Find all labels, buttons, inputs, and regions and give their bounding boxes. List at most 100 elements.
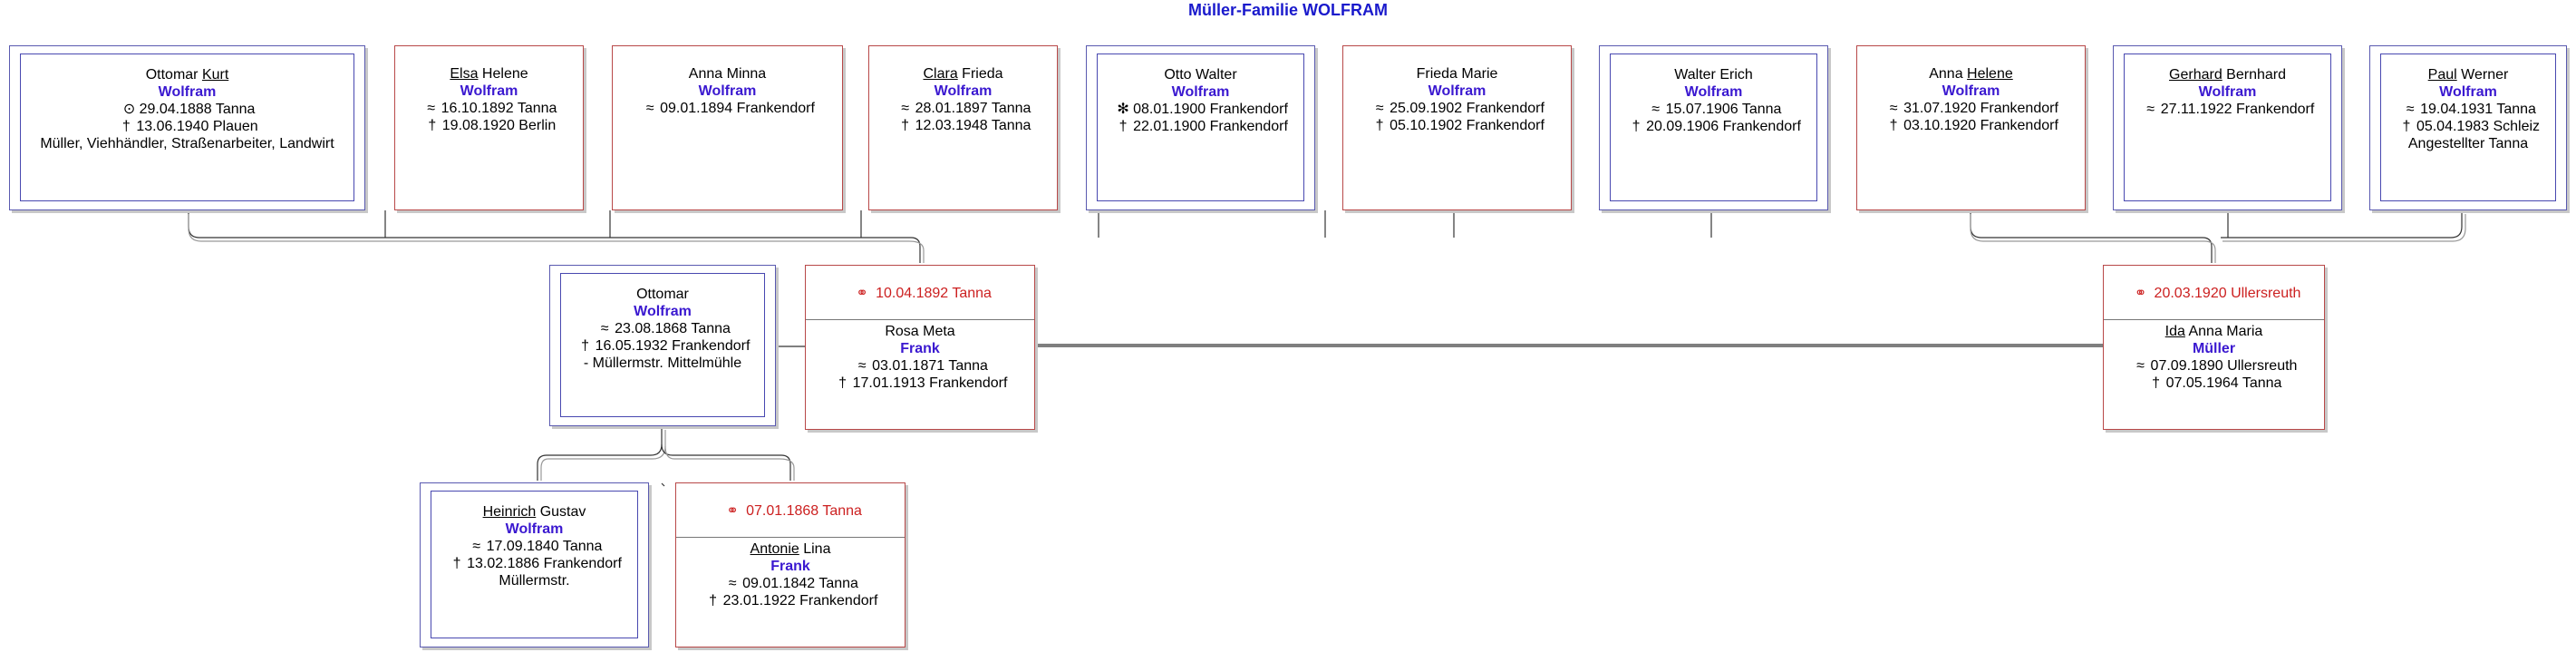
death-icon: † xyxy=(121,119,131,134)
person-name: Frieda Marie xyxy=(1416,66,1498,82)
baptism-event: ≈27.11.1922 Frankendorf xyxy=(2125,101,2330,118)
baptism-event: ≈25.09.1902 Frankendorf xyxy=(1343,100,1571,117)
death-event: †13.06.1940 Plauen xyxy=(21,118,353,135)
chart-title: Müller-Familie WOLFRAM xyxy=(1188,1,1388,19)
person-surname: Wolfram xyxy=(698,83,757,99)
person-name: Otto Walter xyxy=(1164,67,1237,83)
death-icon: † xyxy=(1375,118,1384,133)
person-name: Heinrich Gustav xyxy=(482,504,586,520)
baptism-icon: ≈ xyxy=(901,101,909,116)
death-icon: † xyxy=(901,118,910,133)
baptism-event: ≈16.10.1892 Tanna xyxy=(395,100,583,117)
marriage-card-rosa-meta[interactable]: ⚭10.04.1892 Tanna Rosa Meta Frank ≈03.01… xyxy=(805,265,1035,430)
marriage-card-antonie-lina[interactable]: ⚭07.01.1868 Tanna Antonie Lina Frank ≈09… xyxy=(675,482,905,647)
baptism-icon: ≈ xyxy=(1651,102,1660,117)
person-card-gerhard-bernhard[interactable]: Gerhard Bernhard Wolfram ≈27.11.1922 Fra… xyxy=(2113,45,2342,210)
person-surname: Wolfram xyxy=(1171,84,1230,100)
person-name: Walter Erich xyxy=(1674,67,1753,83)
death-event: †05.10.1902 Frankendorf xyxy=(1343,117,1571,134)
person-surname: Wolfram xyxy=(1428,83,1487,99)
baptism-icon: ≈ xyxy=(1889,101,1898,116)
person-name: Elsa Helene xyxy=(450,66,528,82)
person-name: Ottomar Kurt xyxy=(145,67,229,83)
person-surname: Frank xyxy=(770,559,810,574)
death-event: †16.05.1932 Frankendorf xyxy=(561,337,764,355)
baptism-event: ≈09.01.1842 Tanna xyxy=(676,575,905,592)
occupation-note: Müller, Viehhändler, Straßenarbeiter, La… xyxy=(40,136,334,151)
occupation-note: - Müllermstr. Mittelmühle xyxy=(583,355,742,371)
baptism-icon: ≈ xyxy=(427,101,435,116)
person-card-paul-werner[interactable]: Paul Werner Wolfram ≈19.04.1931 Tanna †0… xyxy=(2369,45,2567,210)
person-surname: Müller xyxy=(2192,341,2236,356)
death-icon: † xyxy=(452,556,461,571)
person-surname: Wolfram xyxy=(505,521,564,537)
person-name: Ottomar xyxy=(636,287,689,302)
person-card-clara-frieda[interactable]: Clara Frieda Wolfram ≈28.01.1897 Tanna †… xyxy=(868,45,1058,210)
death-icon: † xyxy=(709,593,718,608)
birth-event: ⊙29.04.1888 Tanna xyxy=(21,101,353,118)
person-card-ottomar-kurt[interactable]: Ottomar Kurt Wolfram ⊙29.04.1888 Tanna †… xyxy=(9,45,365,210)
person-name: Clara Frieda xyxy=(923,66,1003,82)
person-card-anna-helene[interactable]: Anna Helene Wolfram ≈31.07.1920 Frankend… xyxy=(1856,45,2086,210)
baptism-event: ≈19.04.1931 Tanna xyxy=(2381,101,2555,118)
baptism-icon: ≈ xyxy=(2136,358,2145,374)
person-card-otto-walter[interactable]: Otto Walter Wolfram ✻08.01.1900 Frankend… xyxy=(1086,45,1315,210)
marriage-rings-icon: ⚭ xyxy=(2134,286,2147,301)
person-surname: Wolfram xyxy=(634,304,692,319)
born-icon: ⊙ xyxy=(122,102,136,117)
baptism-icon: ≈ xyxy=(1375,101,1384,116)
marriage-rings-icon: ⚭ xyxy=(726,503,739,519)
person-name: Rosa Meta xyxy=(885,324,955,339)
occupation-note: Müllermstr. xyxy=(499,573,570,589)
death-icon: † xyxy=(2152,375,2161,391)
death-event: †19.08.1920 Berlin xyxy=(395,117,583,134)
baptism-event: ≈09.01.1894 Frankendorf xyxy=(613,100,842,117)
person-name: Paul Werner xyxy=(2427,67,2509,83)
marriage-rings-icon: ⚭ xyxy=(856,286,868,301)
baptism-event: ≈17.09.1840 Tanna xyxy=(431,538,637,555)
death-event: †07.05.1964 Tanna xyxy=(2104,375,2324,392)
death-icon: † xyxy=(2402,119,2411,134)
person-surname: Wolfram xyxy=(2198,84,2257,100)
person-surname: Wolfram xyxy=(1684,84,1743,100)
person-card-frieda-marie[interactable]: Frieda Marie Wolfram ≈25.09.1902 Franken… xyxy=(1342,45,1572,210)
person-name: Ida Anna Maria xyxy=(2164,324,2263,339)
person-card-ottomar-father[interactable]: Ottomar Wolfram ≈23.08.1868 Tanna †16.05… xyxy=(549,265,776,426)
person-name: Anna Minna xyxy=(688,66,767,82)
marriage-date: ⚭10.04.1892 Tanna xyxy=(806,266,1034,320)
occupation-note: Angestellter Tanna xyxy=(2407,136,2529,151)
person-card-walter-erich[interactable]: Walter Erich Wolfram ≈15.07.1906 Tanna †… xyxy=(1599,45,1828,210)
person-surname: Wolfram xyxy=(2439,84,2497,100)
death-event: †05.04.1983 Schleiz xyxy=(2381,118,2555,135)
baptism-icon: ≈ xyxy=(600,321,609,336)
person-surname: Wolfram xyxy=(934,83,993,99)
baptism-event: ≈28.01.1897 Tanna xyxy=(869,100,1057,117)
death-icon: † xyxy=(1889,118,1898,133)
death-event: †20.09.1906 Frankendorf xyxy=(1611,118,1816,135)
death-icon: † xyxy=(428,118,437,133)
death-event: †17.01.1913 Frankendorf xyxy=(806,375,1034,392)
baptism-icon: ≈ xyxy=(2406,102,2415,117)
person-card-elsa-helene[interactable]: Elsa Helene Wolfram ≈16.10.1892 Tanna †1… xyxy=(394,45,584,210)
death-event: †13.02.1886 Frankendorf xyxy=(431,555,637,572)
death-icon: † xyxy=(581,338,590,354)
born-star-icon: ✻ xyxy=(1117,102,1129,117)
person-card-heinrich-gustav[interactable]: Heinrich Gustav Wolfram ≈17.09.1840 Tann… xyxy=(420,482,649,647)
death-event: †12.03.1948 Tanna xyxy=(869,117,1057,134)
death-icon: † xyxy=(838,375,847,391)
baptism-event: ≈31.07.1920 Frankendorf xyxy=(1857,100,2085,117)
baptism-icon: ≈ xyxy=(728,576,737,591)
person-name: Gerhard Bernhard xyxy=(2169,67,2286,83)
baptism-event: ≈03.01.1871 Tanna xyxy=(806,357,1034,375)
baptism-event: ≈07.09.1890 Ullersreuth xyxy=(2104,357,2324,375)
marriage-date: ⚭07.01.1868 Tanna xyxy=(676,483,905,538)
person-name: Antonie Lina xyxy=(750,541,831,557)
baptism-icon: ≈ xyxy=(857,358,867,374)
death-event: †23.01.1922 Frankendorf xyxy=(676,592,905,609)
marriage-card-ida-anna-maria[interactable]: ⚭20.03.1920 Ullersreuth Ida Anna Maria M… xyxy=(2103,265,2325,430)
baptism-event: ≈23.08.1868 Tanna xyxy=(561,320,764,337)
person-surname: Wolfram xyxy=(158,84,217,100)
person-card-anna-minna[interactable]: Anna Minna Wolfram ≈09.01.1894 Frankendo… xyxy=(612,45,843,210)
baptism-icon: ≈ xyxy=(645,101,654,116)
death-icon: † xyxy=(1632,119,1641,134)
